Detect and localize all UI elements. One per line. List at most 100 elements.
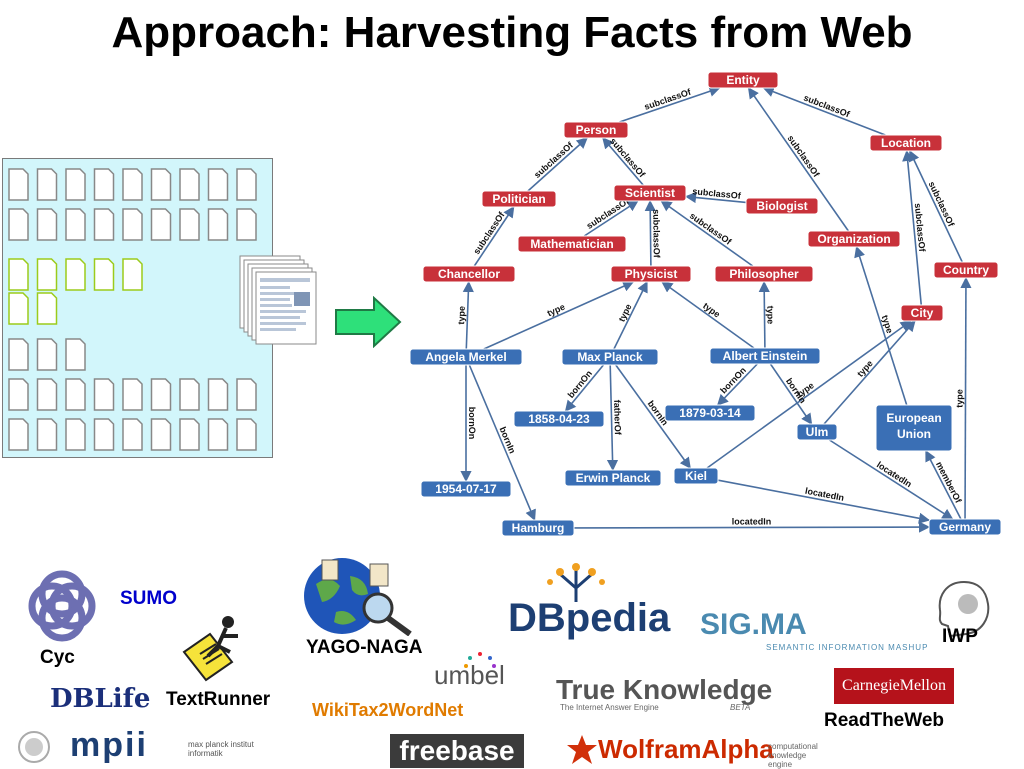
node-label-d1879: 1879-03-14: [679, 406, 741, 420]
node-organization: [807, 230, 901, 248]
cmu-logo: CarnegieMellon: [834, 668, 954, 704]
document-icons: [8, 168, 257, 451]
edge-merkel-chancellor: [462, 280, 474, 350]
webpage-stack-icon: [239, 255, 317, 345]
node-philosopher: [714, 265, 814, 283]
document-icon: [150, 378, 172, 411]
wikitax-label: WikiTax2WordNet: [312, 700, 464, 720]
document-icon: [93, 418, 115, 451]
sigma-subtitle: SEMANTIC INFORMATION MASHUP: [766, 643, 929, 652]
node-label-eu: Union: [897, 427, 931, 441]
node-label-einstein: Albert Einstein: [723, 349, 808, 363]
edge-planck-physicist: [613, 280, 648, 350]
edge-physicist-scientist: [644, 199, 656, 267]
mpi-subtitle: max planck institut informatik: [188, 740, 254, 758]
node-label-kiel: Kiel: [685, 469, 707, 483]
node-country: [933, 261, 999, 279]
document-icon: [122, 418, 143, 451]
edge-philosopher-scientist: [660, 200, 754, 267]
node-planck: [561, 348, 659, 366]
document-icon: [93, 168, 115, 201]
node-biologist: [745, 197, 819, 215]
node-label-mathematician: Mathematician: [530, 237, 613, 251]
document-icon: [150, 418, 172, 451]
edge-ulm-city: [823, 320, 916, 425]
document-icon: [179, 208, 200, 241]
edge-germany-country: [960, 276, 972, 520]
document-icon: [8, 338, 29, 371]
edge-einstein-d1879: [716, 363, 758, 406]
edge-label: subclassOf: [913, 203, 928, 253]
edge-germany-eu: [925, 450, 962, 520]
textrunner-label: TextRunner: [166, 689, 271, 710]
document-icon: [65, 168, 86, 201]
edge-label: bornOn: [566, 368, 594, 399]
document-icon: [8, 418, 29, 451]
edge-politician-person: [527, 137, 588, 192]
edge-label: subclassOf: [608, 136, 648, 180]
edge-label: subclassOf: [692, 186, 742, 201]
wolfram-subtitle: computational knowledge engine: [768, 742, 818, 769]
mpi-seal-icon: [18, 731, 50, 763]
node-politician: [481, 190, 557, 208]
node-location: [869, 134, 943, 152]
slide-title: Approach: Harvesting Facts from Web: [111, 8, 913, 57]
edge-biologist-scientist: [684, 191, 747, 204]
node-label-philosopher: Philosopher: [729, 267, 799, 281]
edge-merkel-physicist: [483, 281, 635, 350]
document-icon: [122, 258, 143, 291]
mpi-logo: mpii: [70, 726, 148, 764]
edge-planck-d1858: [564, 364, 605, 412]
edge-label: subclassOf: [532, 139, 576, 179]
edge-kiel-city: [706, 320, 912, 469]
edge-mathematician-scientist: [583, 200, 639, 237]
document-icon: [8, 208, 29, 241]
document-icon: [236, 168, 257, 201]
edge-scientist-person: [602, 137, 644, 186]
node-merkel: [409, 348, 523, 366]
edge-kiel-germany: [717, 479, 931, 524]
document-icon: [207, 168, 229, 201]
edge-label: locatedIn: [732, 516, 772, 526]
document-icon: [207, 378, 229, 411]
edge-label: type: [855, 358, 875, 378]
document-icon: [36, 258, 58, 291]
edge-einstein-ulm: [769, 363, 813, 425]
document-icon: [207, 208, 229, 241]
edge-label: subclassOf: [471, 209, 507, 256]
wolfram-star-icon: [567, 735, 597, 764]
node-ulm: [796, 423, 838, 441]
readtheweb-label: ReadTheWeb: [824, 710, 945, 731]
document-icon: [122, 378, 143, 411]
edge-label: fatherOf: [612, 400, 623, 436]
document-icon: [150, 208, 172, 241]
node-label-location: Location: [881, 136, 931, 150]
node-label-entity: Entity: [726, 73, 760, 87]
node-label-hamburg: Hamburg: [512, 521, 565, 535]
sigma-logo: SIG.MA: [700, 608, 807, 641]
document-icon: [8, 292, 29, 325]
document-icon: [36, 378, 58, 411]
edge-label: locatedIn: [875, 460, 914, 490]
edge-organization-entity: [747, 87, 850, 232]
document-icon: [65, 378, 86, 411]
cyc-logo-icon: [28, 570, 96, 642]
node-hamburg: [501, 519, 575, 537]
document-icon: [236, 208, 257, 241]
edge-country-location: [909, 149, 963, 263]
edge-label: subclassOf: [785, 133, 822, 179]
document-icon: [122, 168, 143, 201]
node-label-eu: European: [886, 411, 941, 425]
document-icon: [122, 208, 143, 241]
document-icon: [36, 338, 58, 371]
node-label-city: City: [911, 306, 934, 320]
edge-planck-kiel: [615, 364, 691, 469]
document-icon: [36, 208, 58, 241]
umbel-logo: umbel: [434, 660, 505, 690]
edge-location-entity: [762, 86, 886, 136]
yago-logo-icon: [304, 558, 412, 636]
document-icon: [207, 418, 229, 451]
node-label-d1954: 1954-07-17: [435, 482, 497, 496]
knowledge-graph: subclassOf subclassOf subclassOf subclassOf…: [409, 71, 1002, 537]
node-d1858: [513, 410, 605, 428]
